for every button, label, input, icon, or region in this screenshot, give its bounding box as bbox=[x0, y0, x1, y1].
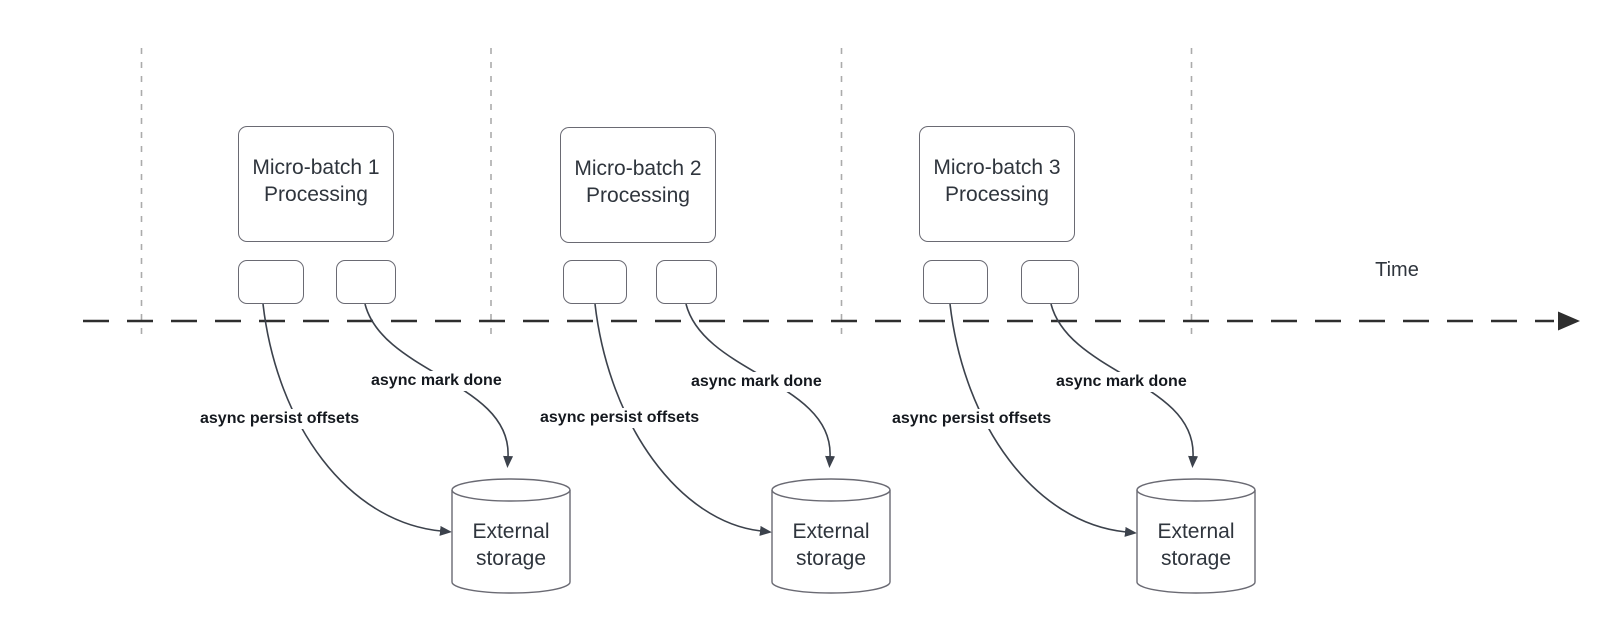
microbatch-3-slot-2 bbox=[1021, 260, 1079, 304]
external-storage-cylinder-2 bbox=[771, 478, 891, 594]
mark-done-label-3: async mark done bbox=[1053, 372, 1190, 392]
persist-offsets-arrow-1 bbox=[262, 303, 452, 536]
microbatch-2-subtitle: Processing bbox=[586, 184, 690, 207]
time-axis-label: Time bbox=[1375, 259, 1419, 281]
microbatch-1-slot-1 bbox=[238, 260, 304, 304]
time-axis-arrowhead-icon bbox=[1558, 311, 1580, 331]
mark-done-label-1: async mark done bbox=[368, 371, 505, 391]
external-storage-cylinder-3 bbox=[1136, 478, 1256, 594]
external-storage-label-1: External storage bbox=[472, 520, 550, 570]
microbatch-3-title: Micro-batch 3 bbox=[933, 156, 1061, 179]
persist-offsets-arrow-3 bbox=[949, 303, 1137, 537]
microbatch-1-process-box: Micro-batch 1 Processing bbox=[238, 126, 394, 242]
microbatch-1-title: Micro-batch 1 bbox=[252, 156, 380, 179]
microbatch-2-slot-2 bbox=[656, 260, 717, 304]
external-storage-label-3: External storage bbox=[1157, 520, 1235, 570]
microbatch-2-process-box: Micro-batch 2 Processing bbox=[560, 127, 716, 243]
external-storage-label-2: External storage bbox=[792, 520, 870, 570]
persist-offsets-label-2: async persist offsets bbox=[537, 408, 703, 428]
microbatch-3-subtitle: Processing bbox=[945, 183, 1049, 206]
microbatch-3-slot-1 bbox=[923, 260, 988, 304]
persist-offsets-label-1: async persist offsets bbox=[197, 409, 363, 429]
external-storage-cylinder-1 bbox=[451, 478, 571, 594]
persist-offsets-label-3: async persist offsets bbox=[889, 409, 1055, 429]
mark-done-label-2: async mark done bbox=[688, 372, 825, 392]
persist-offsets-arrow-2 bbox=[594, 303, 772, 536]
microbatch-3-process-box: Micro-batch 3 Processing bbox=[919, 126, 1075, 242]
microbatch-2-title: Micro-batch 2 bbox=[574, 157, 702, 180]
microbatch-1-subtitle: Processing bbox=[264, 183, 368, 206]
microbatch-2-slot-1 bbox=[563, 260, 627, 304]
microbatch-1-slot-2 bbox=[336, 260, 396, 304]
